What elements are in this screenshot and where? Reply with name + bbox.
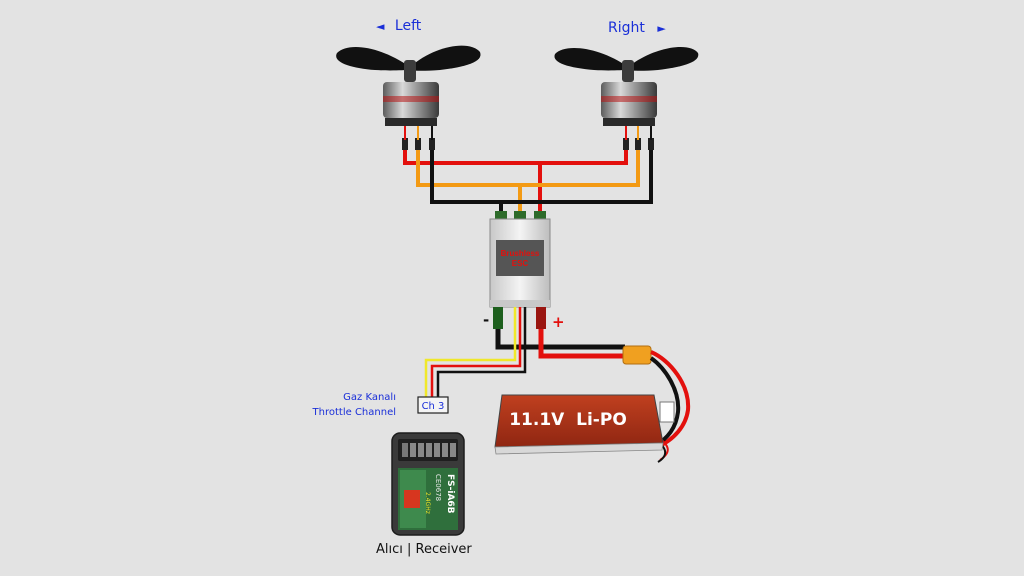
- left-motor: [336, 45, 481, 140]
- signal-black: [436, 307, 527, 398]
- left-motor-label: Left: [394, 18, 422, 34]
- propeller-blade: [628, 47, 699, 71]
- right-arrow-icon: ►: [657, 22, 666, 35]
- black-wire: [430, 145, 653, 204]
- signal-red: [430, 307, 522, 398]
- red-power-wire: [538, 320, 628, 359]
- battery: 11.1V Li-PO: [494, 345, 691, 463]
- orange-wire: [416, 145, 640, 187]
- power-wires: [493, 307, 628, 359]
- throttle-channel-label: Gaz Kanalı Throttle Channel: [300, 390, 396, 420]
- right-direction-label: Right ►: [608, 20, 666, 36]
- propeller-blade: [336, 47, 410, 71]
- motor-wires: [403, 145, 653, 216]
- receiver-caption: Alıcı | Receiver: [376, 542, 472, 557]
- receiver: FS-iA6B CE0678 2.4GHz: [391, 432, 465, 536]
- signal-yellow: [424, 307, 517, 398]
- red-wire: [403, 145, 628, 165]
- left-arrow-icon: ◄: [376, 20, 385, 33]
- battery-connector: [622, 345, 652, 365]
- motor-connectors: [402, 138, 654, 150]
- throttle-label-tr: Gaz Kanalı: [343, 392, 396, 403]
- esc: Brushless ESC - +: [483, 211, 565, 331]
- esc-label-line2: ESC: [512, 259, 529, 268]
- receiver-model: FS-iA6B: [445, 474, 455, 514]
- esc-plus-label: +: [552, 313, 565, 331]
- propeller-blade: [410, 45, 481, 71]
- right-motor: [554, 47, 699, 140]
- esc-minus-label: -: [483, 311, 489, 329]
- right-motor-label: Right: [608, 20, 645, 36]
- ch3-label: Ch 3: [422, 401, 445, 412]
- signal-wires: [424, 307, 527, 398]
- left-direction-label: ◄ Left: [376, 18, 421, 34]
- ch3-connector: [417, 396, 449, 414]
- receiver-code: CE0678: [434, 474, 442, 501]
- throttle-label-en: Throttle Channel: [312, 407, 396, 418]
- propeller-blade: [554, 47, 628, 71]
- esc-label-line1: Brushless: [501, 249, 540, 258]
- esc-label-panel: [496, 240, 544, 276]
- receiver-band: 2.4GHz: [424, 492, 431, 514]
- receiver-pins: [402, 443, 408, 457]
- battery-label: 11.1V Li-PO: [509, 410, 627, 430]
